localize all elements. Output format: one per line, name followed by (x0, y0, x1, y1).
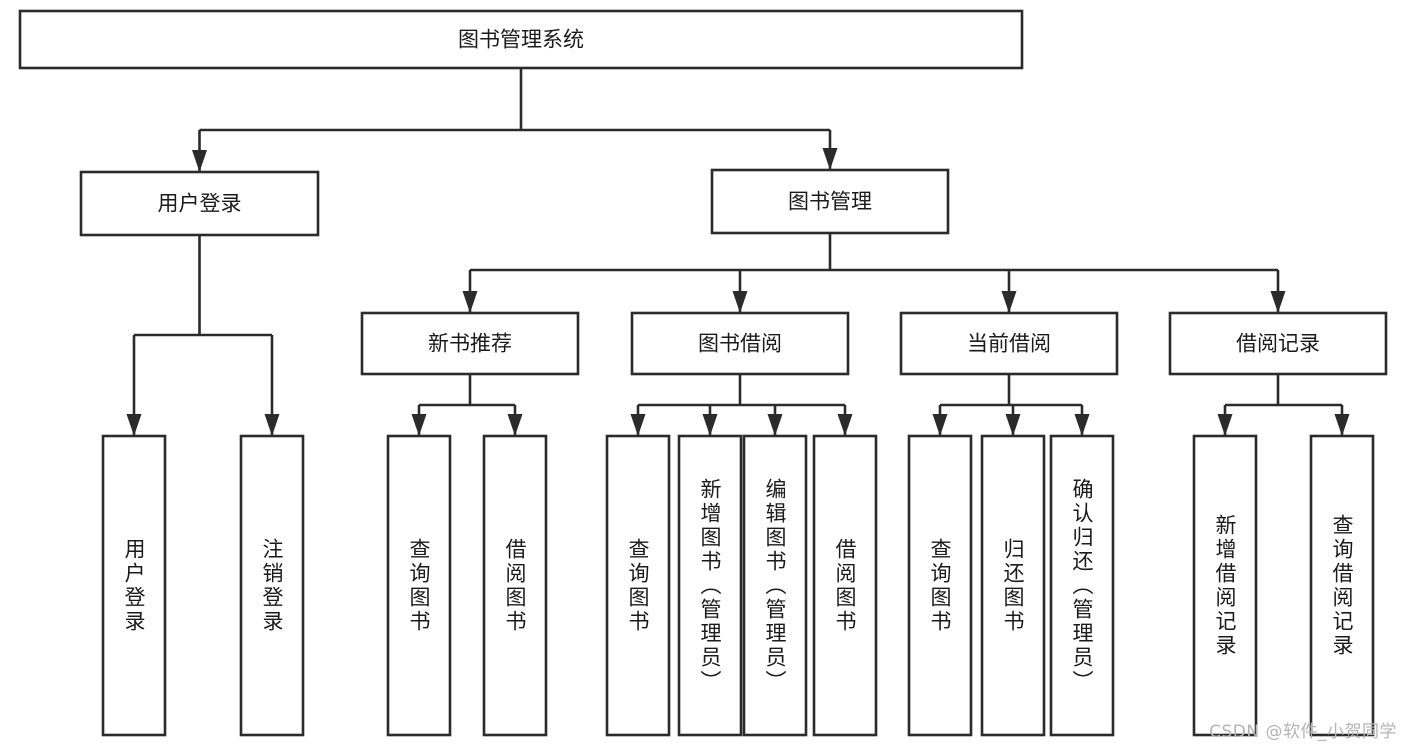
node-box-leaf-add-borrow-record (1192, 434, 1258, 737)
arrow-head-icon (702, 414, 718, 436)
node-label-leaf-user-logout: 注销登录 (260, 537, 285, 634)
node-label-leaf-query-book-3: 查询图书 (928, 537, 953, 634)
node-label-user-login: 用户登录 (158, 192, 242, 216)
node-label-leaf-confirm-return: 确认归还（管理员） (1070, 477, 1095, 694)
node-box-leaf-user-logout (239, 434, 305, 737)
arrow-head-icon (264, 414, 280, 436)
node-book-borrow[interactable] (630, 311, 850, 376)
node-label-borrow-record: 借阅记录 (1236, 332, 1320, 356)
node-label-book-borrow: 图书借阅 (698, 332, 782, 356)
node-box-leaf-query-borrow-record (1309, 434, 1375, 737)
node-label-leaf-add-book: 新增图书（管理员） (698, 477, 723, 694)
node-leaf-edit-book[interactable] (742, 434, 808, 737)
arrow-head-icon (732, 291, 748, 313)
node-box-leaf-confirm-return (1049, 434, 1115, 737)
node-box-leaf-return-book (980, 434, 1046, 737)
node-box-leaf-query-book-2 (605, 434, 671, 737)
node-label-book-manage: 图书管理 (788, 190, 872, 214)
node-label-leaf-return-book: 归还图书 (1001, 537, 1026, 634)
node-label-new-book-recommend: 新书推荐 (428, 332, 512, 356)
node-leaf-query-book-1[interactable] (386, 434, 452, 737)
node-box-leaf-query-book-1 (386, 434, 452, 737)
arrow-head-icon (1270, 291, 1286, 313)
node-leaf-add-borrow-record[interactable] (1192, 434, 1258, 737)
watermark: CSDN @软件_小贺同学 (1209, 722, 1397, 742)
node-box-leaf-borrow-book-1 (482, 434, 548, 737)
node-label-leaf-edit-book: 编辑图书（管理员） (763, 477, 788, 694)
arrow-head-icon (1334, 414, 1350, 436)
node-label-leaf-query-book-2: 查询图书 (626, 537, 651, 634)
node-label-leaf-query-borrow-record: 查询借阅记录 (1330, 513, 1355, 658)
node-current-borrow[interactable] (899, 311, 1119, 376)
node-leaf-user-login[interactable] (101, 434, 167, 737)
node-label-leaf-add-borrow-record: 新增借阅记录 (1213, 513, 1238, 658)
node-box-leaf-query-book-3 (907, 434, 973, 737)
node-box-book-borrow (630, 311, 850, 376)
node-borrow-record[interactable] (1168, 311, 1388, 376)
node-leaf-return-book[interactable] (980, 434, 1046, 737)
arrow-head-icon (1001, 291, 1017, 313)
node-label-leaf-user-login: 用户登录 (122, 537, 147, 634)
node-leaf-user-logout[interactable] (239, 434, 305, 737)
node-box-leaf-add-book (677, 434, 743, 737)
node-box-borrow-record (1168, 311, 1388, 376)
node-label-current-borrow: 当前借阅 (967, 332, 1051, 356)
node-leaf-add-book[interactable] (677, 434, 743, 737)
arrow-head-icon (126, 414, 142, 436)
node-leaf-borrow-book-2[interactable] (812, 434, 878, 737)
node-label-leaf-borrow-book-2: 借阅图书 (833, 537, 858, 634)
node-leaf-borrow-book-1[interactable] (482, 434, 548, 737)
node-leaf-query-book-3[interactable] (907, 434, 973, 737)
arrow-head-icon (932, 414, 948, 436)
node-leaf-confirm-return[interactable] (1049, 434, 1115, 737)
node-box-leaf-borrow-book-2 (812, 434, 878, 737)
arrow-head-icon (192, 150, 207, 172)
arrow-head-icon (1217, 414, 1233, 436)
node-box-new-book-recommend (360, 311, 580, 376)
node-user-login[interactable] (79, 170, 320, 237)
connectors-layer (126, 68, 1350, 436)
node-leaf-query-borrow-record[interactable] (1309, 434, 1375, 737)
arrow-head-icon (822, 148, 838, 170)
node-box-root (18, 9, 1024, 70)
node-box-leaf-edit-book (742, 434, 808, 737)
arrow-head-icon (411, 414, 427, 436)
node-new-book-recommend[interactable] (360, 311, 580, 376)
node-label-leaf-borrow-book-1: 借阅图书 (503, 537, 528, 634)
arrow-head-icon (630, 414, 646, 436)
boxes-layer (18, 9, 1388, 737)
node-root[interactable] (18, 9, 1024, 70)
node-book-manage[interactable] (710, 168, 950, 235)
node-leaf-query-book-2[interactable] (605, 434, 671, 737)
arrow-head-icon (767, 414, 783, 436)
node-label-root: 图书管理系统 (458, 28, 584, 52)
node-box-leaf-user-login (101, 434, 167, 737)
arrow-head-icon (507, 414, 523, 436)
node-box-book-manage (710, 168, 950, 235)
arrow-head-icon (1074, 414, 1090, 436)
node-box-user-login (79, 170, 320, 237)
node-label-leaf-query-book-1: 查询图书 (407, 537, 432, 634)
node-box-current-borrow (899, 311, 1119, 376)
arrow-head-icon (837, 414, 853, 436)
arrow-head-icon (462, 291, 478, 313)
arrow-head-icon (1005, 414, 1021, 436)
